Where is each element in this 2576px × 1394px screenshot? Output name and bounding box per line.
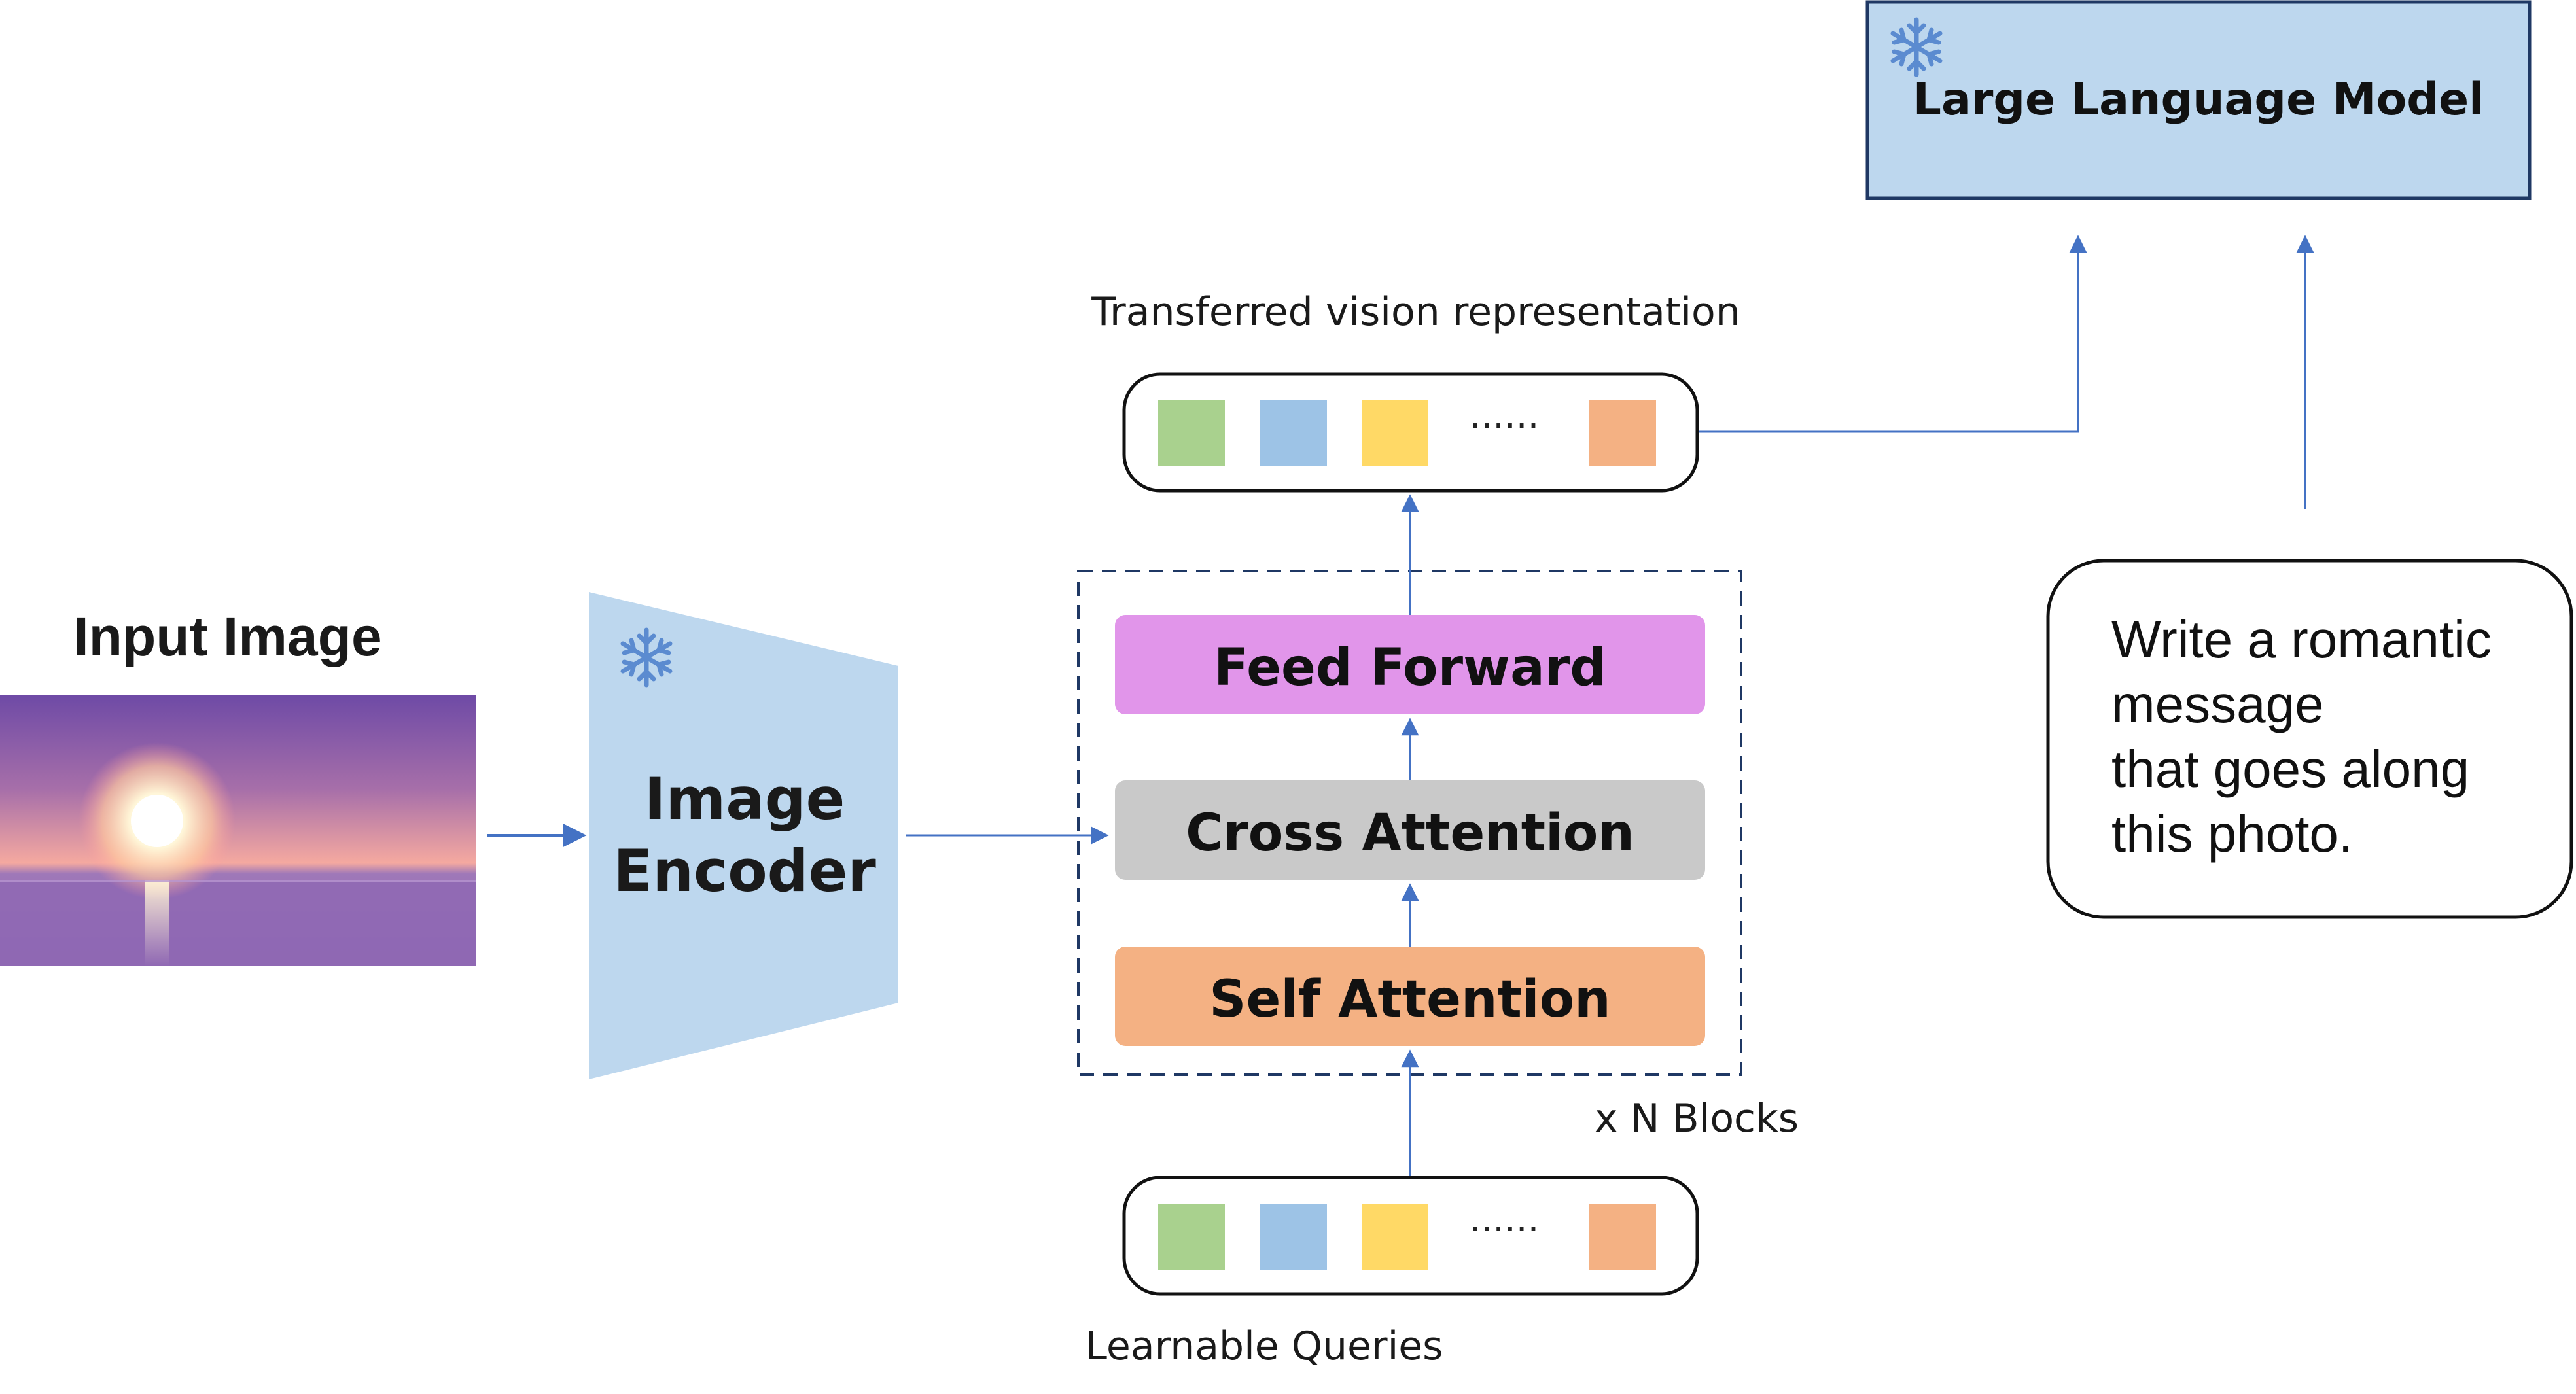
output-token-orange [1589, 400, 1656, 466]
self-attention-block [1115, 947, 1705, 1046]
prompt-line-2: message [2111, 675, 2324, 733]
image-encoder-block [589, 592, 898, 1079]
feed-forward-label: Feed Forward [1214, 638, 1606, 697]
llm-label: Large Language Model [1913, 74, 2484, 126]
cross-attention-label: Cross Attention [1186, 804, 1634, 863]
query-token-green [1158, 1204, 1225, 1270]
output-token-blue [1260, 400, 1327, 466]
prompt-line-1: Write a romantic [2111, 610, 2492, 669]
transferred-vision-label: Transferred vision representation [1091, 289, 1740, 335]
text-prompt-box [2046, 559, 2573, 919]
query-token-yellow [1362, 1204, 1428, 1270]
output-token-yellow [1362, 400, 1428, 466]
repeat-n-blocks-label: x N Blocks [1595, 1096, 1799, 1141]
prompt-line-3: that goes along [2111, 740, 2469, 798]
sunset-over-sea-photo [0, 695, 476, 966]
feed-forward-block [1115, 615, 1705, 714]
query-token-blue [1260, 1204, 1327, 1270]
prompt-line-4: this photo. [2111, 805, 2353, 863]
cross-attention-block [1115, 780, 1705, 880]
output-token-ellipsis: ······ [1470, 405, 1540, 447]
image-encoder-label-line2: Encoder [613, 837, 876, 905]
large-language-model-block [1865, 0, 2532, 200]
input-image-title: Input Image [73, 606, 381, 667]
query-token-ellipsis: ······ [1470, 1208, 1540, 1251]
learnable-queries-label: Learnable Queries [1085, 1323, 1443, 1369]
arrow-vision-to-llm [1699, 235, 2087, 433]
image-encoder-label-line1: Image [644, 765, 845, 833]
output-token-green [1158, 400, 1225, 466]
query-token-orange [1589, 1204, 1656, 1270]
self-attention-label: Self Attention [1209, 970, 1610, 1029]
